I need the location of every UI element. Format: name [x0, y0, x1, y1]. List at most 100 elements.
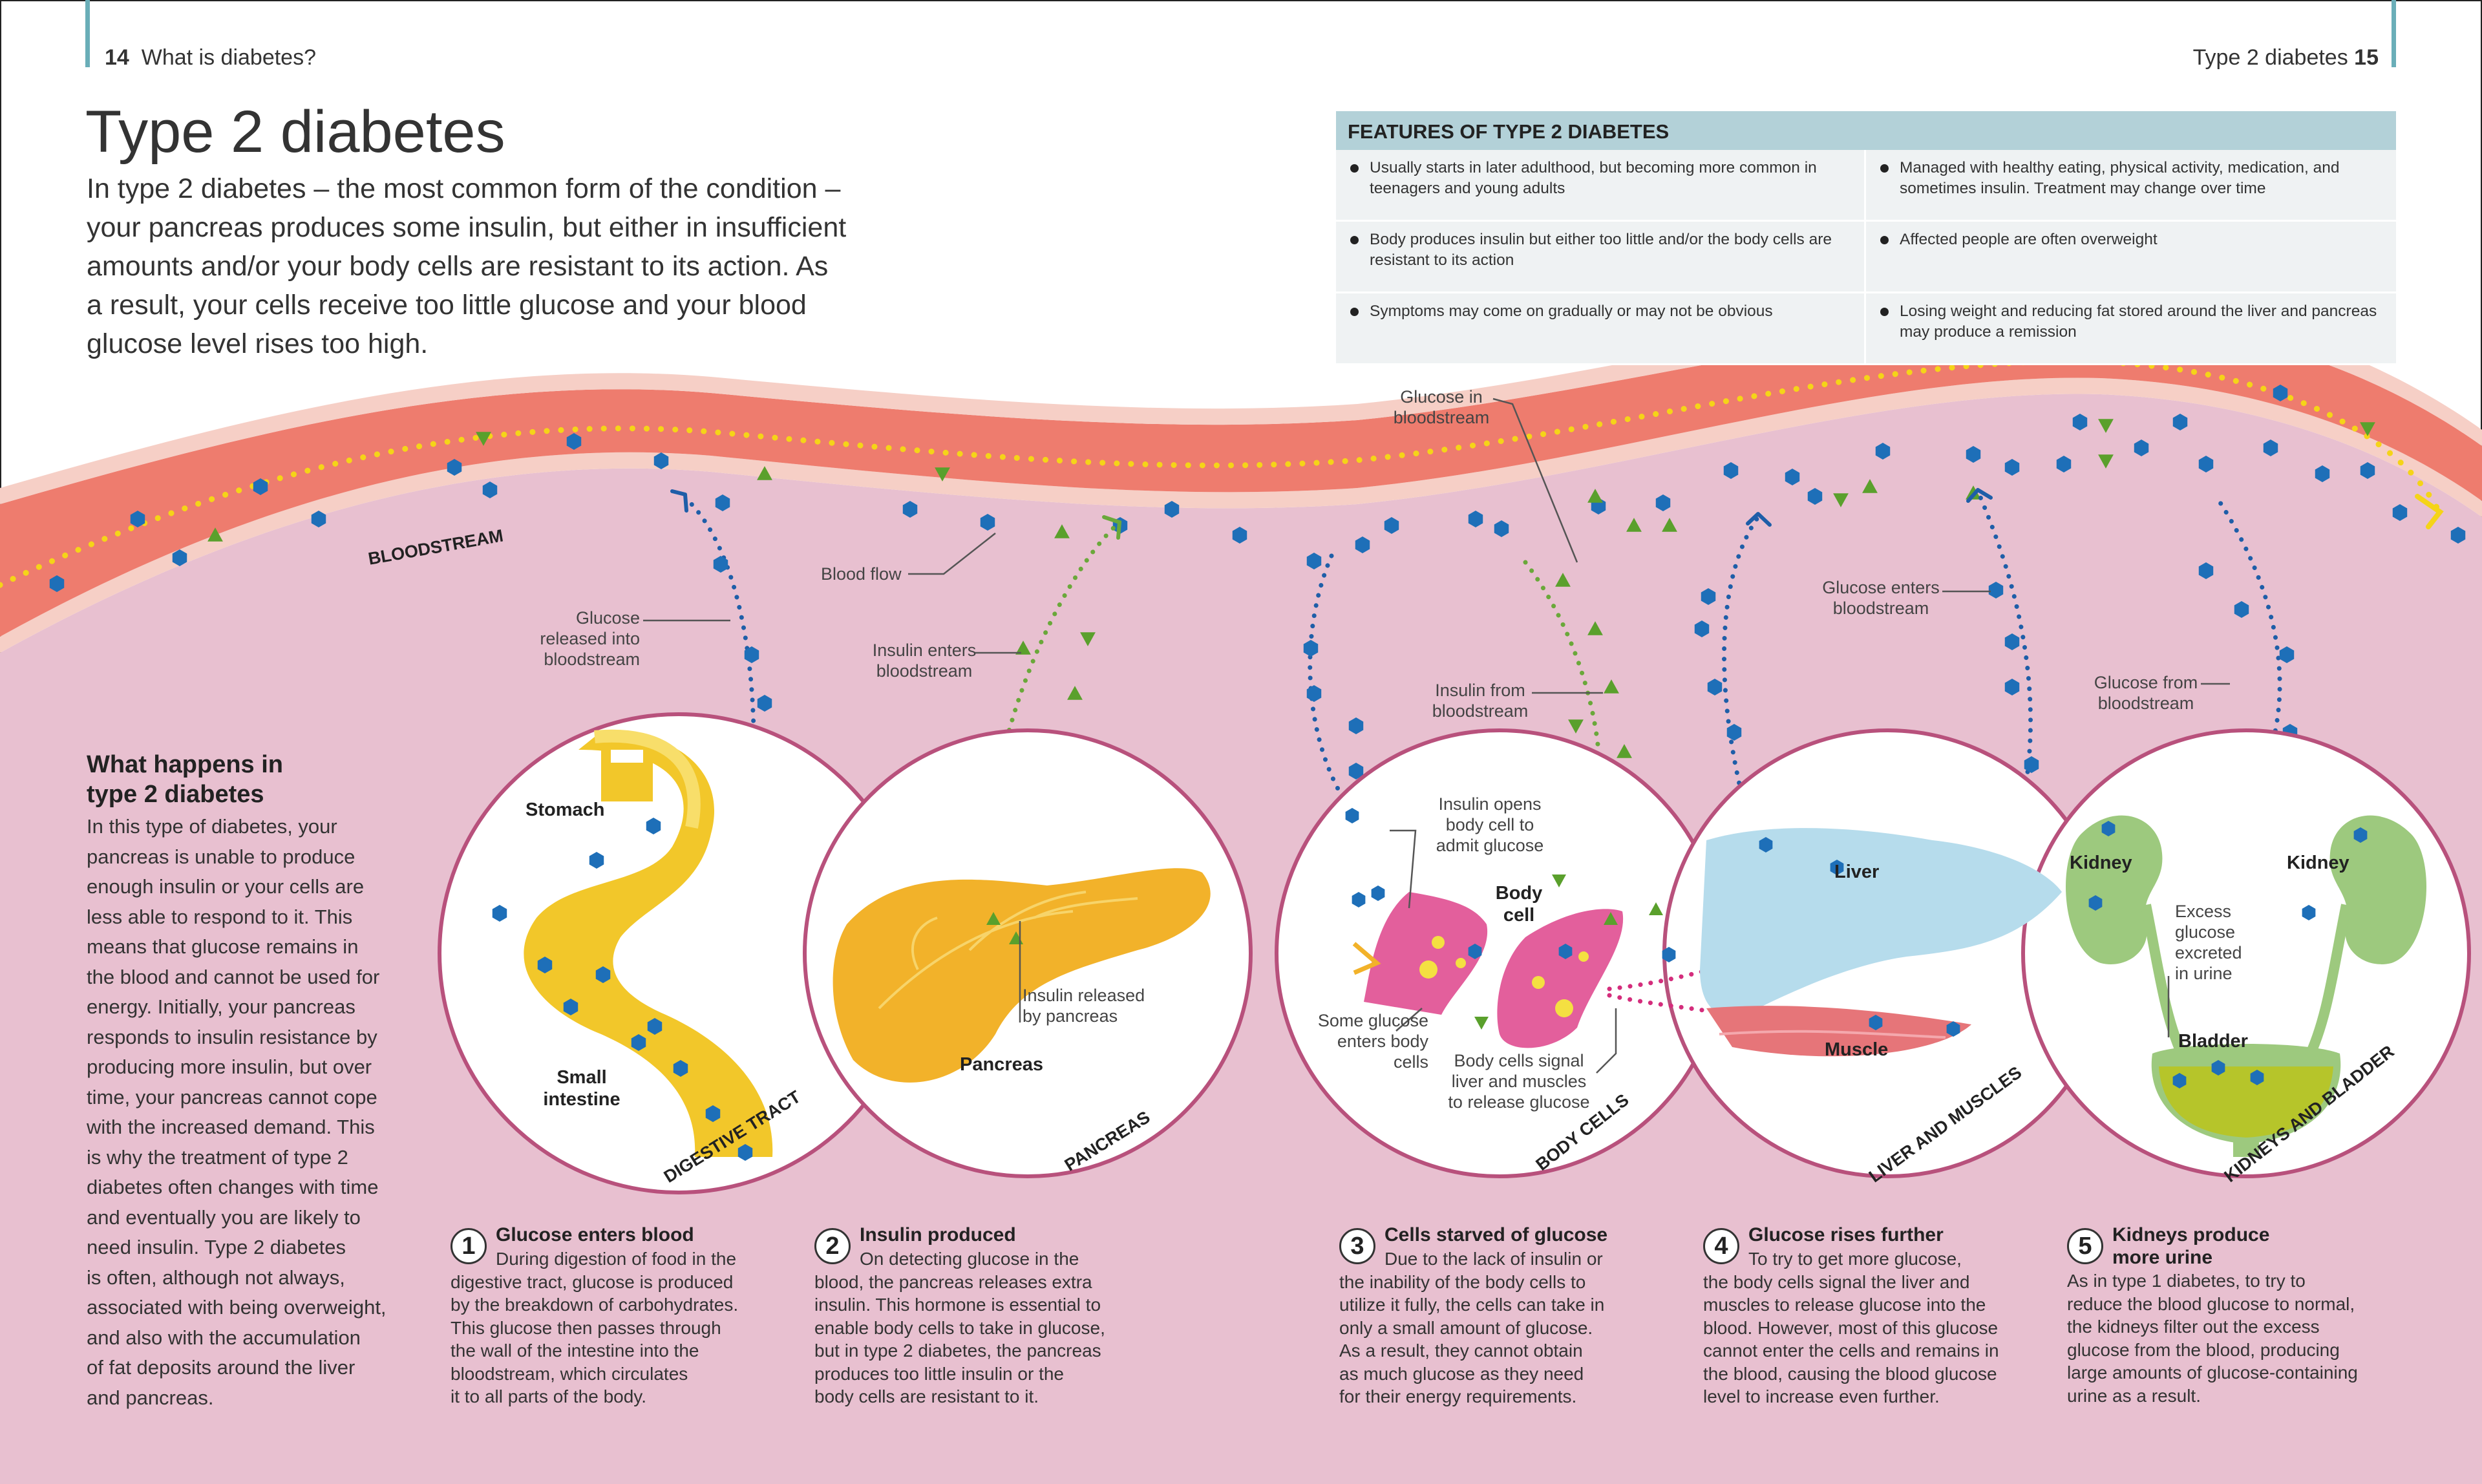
step-line: body cells are resistant to it. [814, 1386, 1039, 1406]
sidebar-line: with the increased demand. This [87, 1116, 375, 1138]
sidebar-line: and eventually you are likely to [87, 1205, 361, 1229]
feature-item: Usually starts in later adulthood, but b… [1336, 150, 1866, 220]
label-small-intestine: Small intestine [530, 1066, 633, 1110]
step-line: it to all parts of the body. [451, 1386, 646, 1406]
step-line: urine as a result. [2067, 1385, 2201, 1406]
callout-line: Insulin enters [872, 641, 977, 660]
step-line: As a result, they cannot obtain [1339, 1341, 1583, 1361]
step-line: To try to get more glucose, [1748, 1249, 1962, 1269]
step-line: the kidneys filter out the excess [2067, 1317, 2320, 1337]
feature-item: Affected people are often overweight [1866, 222, 2396, 292]
callout-line: by pancreas [1023, 1006, 1118, 1026]
step-number-badge: 3 [1339, 1228, 1375, 1264]
callout-line: Glucose enters [1822, 578, 1940, 597]
sidebar-line: time, your pancreas cannot cope [87, 1085, 377, 1108]
callout-line: bloodstream [2097, 694, 2194, 713]
feature-item: Managed with healthy eating, physical ac… [1866, 150, 2396, 220]
step-title: Glucose rises further [1748, 1224, 1944, 1246]
callout-glucose-enters: Glucose enters bloodstream [1810, 577, 1952, 619]
intro-paragraph: In type 2 diabetes – the most common for… [87, 169, 888, 363]
callout-line: enters body [1337, 1032, 1428, 1051]
callout-line: Excess [2175, 902, 2232, 921]
step-number-badge: 4 [1703, 1228, 1739, 1264]
callout-line: released into [540, 629, 640, 648]
step-line: only a small amount of glucose. [1339, 1317, 1593, 1338]
step-line: insulin. This hormone is essential to [814, 1295, 1101, 1315]
label-line: intestine [543, 1089, 620, 1110]
callout-some-glucose: Some glucose enters body cells [1286, 1010, 1428, 1072]
step-line: the blood, causing the blood glucose [1703, 1363, 1997, 1384]
label-body-cell: Body cell [1487, 882, 1551, 926]
callout-line: bloodstream [1432, 701, 1529, 721]
step-line: utilize it fully, the cells can take in [1339, 1295, 1605, 1315]
sidebar-line: is why the treatment of type 2 [87, 1145, 348, 1169]
callout-insulin-released: Insulin released by pancreas [1023, 985, 1145, 1026]
step-line: This glucose then passes through [451, 1317, 721, 1338]
callout-insulin-from: Insulin from bloodstream [1409, 680, 1551, 721]
callout-line: Body cells signal [1454, 1051, 1584, 1070]
sidebar-line: and also with the accumulation [87, 1326, 361, 1349]
callout-line: bloodstream [1393, 408, 1490, 427]
intro-line: In type 2 diabetes – the most common for… [87, 173, 841, 204]
step-line: by the breakdown of carbohydrates. [451, 1295, 739, 1315]
step-line: level to increase even further. [1703, 1386, 1940, 1406]
sidebar-line: enough insulin or your cells are [87, 875, 365, 898]
step-title: Kidneys produce more urine [2112, 1224, 2269, 1269]
sidebar-line: less able to respond to it. This [87, 905, 353, 928]
sidebar-line: In this type of diabetes, your [87, 815, 337, 838]
label-pancreas: Pancreas [960, 1054, 1043, 1075]
sidebar-line: is often, although not always, [87, 1266, 345, 1289]
callout-line: body cell to [1445, 815, 1534, 834]
step-line: muscles to release glucose into the [1703, 1295, 1986, 1315]
callout-line: Glucose [575, 608, 640, 628]
intro-line: glucose level rises too high. [87, 328, 429, 359]
callout-line: to release glucose [1448, 1092, 1590, 1112]
digestive-illustration [492, 729, 773, 1161]
callout-line: Glucose from [2094, 673, 2198, 692]
callout-line: liver and muscles [1451, 1072, 1587, 1091]
step-body: On detecting glucose in the blood, the p… [814, 1247, 1151, 1408]
sidebar-line: responds to insulin resistance by [87, 1025, 377, 1048]
callout-line: glucose [2175, 922, 2236, 942]
callout-blood-flow: Blood flow [821, 564, 902, 584]
feature-item: Losing weight and reducing fat stored ar… [1866, 293, 2396, 363]
step-line: large amounts of glucose-containing [2067, 1362, 2358, 1383]
right-page-number: 15 [2354, 45, 2379, 70]
step-line: cannot enter the cells and remains in [1703, 1341, 1999, 1361]
intro-line: amounts and/or your body cells are resis… [87, 251, 829, 282]
step-line: the body cells signal the liver and [1703, 1271, 1970, 1292]
intro-line: a result, your cells receive too little … [87, 290, 807, 321]
callout-cells-signal: Body cells signal liver and muscles to r… [1435, 1050, 1603, 1112]
label-kidney-left: Kidney [2070, 853, 2132, 873]
step-body: As in type 1 diabetes, to try to reduce … [2067, 1269, 2403, 1407]
callout-line: Insulin released [1023, 986, 1145, 1005]
sidebar-line: and pancreas. [87, 1386, 214, 1409]
sidebar-heading: What happens in type 2 diabetes [87, 750, 283, 809]
label-liver: Liver [1834, 862, 1880, 882]
step-body: During digestion of food in the digestiv… [451, 1247, 787, 1408]
sidebar-line: of fat deposits around the liver [87, 1356, 355, 1379]
step-number-badge: 1 [451, 1228, 487, 1264]
step-title-line: Kidneys produce [2112, 1224, 2270, 1246]
left-page-number: 14 [105, 45, 129, 70]
step-line: During digestion of food in the [496, 1249, 737, 1269]
right-section-title: Type 2 diabetes [2192, 45, 2348, 70]
step-number-badge: 5 [2067, 1228, 2103, 1264]
sidebar-line: means that glucose remains in [87, 935, 359, 958]
sidebar-line: energy. Initially, your pancreas [87, 995, 355, 1018]
step-number-badge: 2 [814, 1228, 851, 1264]
sidebar-line: associated with being overweight, [87, 1296, 387, 1319]
sidebar-line: the blood and cannot be used for [87, 965, 380, 988]
label-stomach: Stomach [525, 800, 605, 820]
sidebar-heading-line: type 2 diabetes [87, 781, 264, 808]
feature-item: Body produces insulin but either too lit… [1336, 222, 1866, 292]
page-title: Type 2 diabetes [85, 99, 505, 165]
callout-insulin-enters: Insulin enters bloodstream [853, 640, 995, 681]
label-line: Small [557, 1067, 607, 1088]
step-title: Cells starved of glucose [1384, 1224, 1608, 1246]
callout-line: Insulin from [1435, 681, 1525, 700]
callout-line: in urine [2175, 964, 2233, 983]
callout-line: bloodstream [544, 650, 640, 669]
step-title: Insulin produced [860, 1224, 1016, 1246]
callout-line: bloodstream [876, 661, 973, 681]
